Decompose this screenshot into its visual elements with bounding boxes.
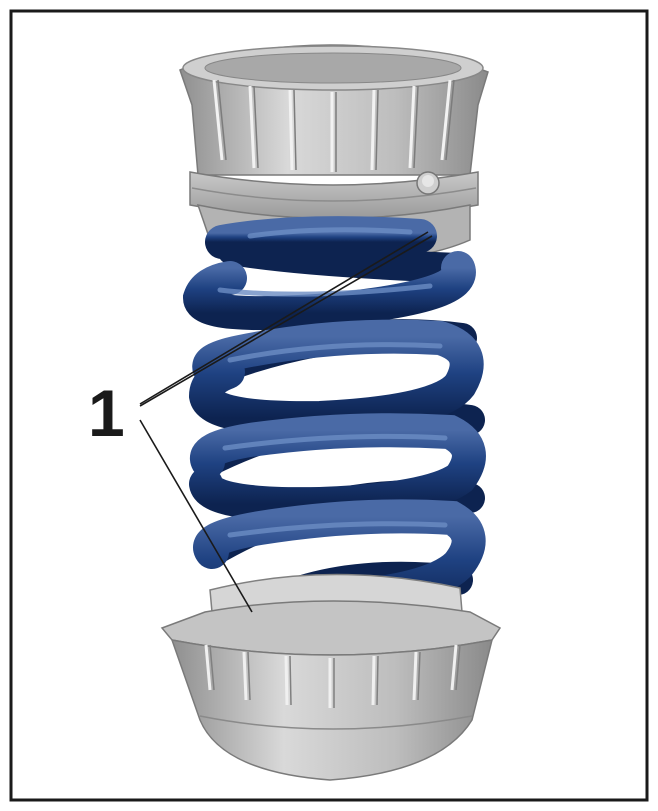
leader-line-upper [139, 231, 429, 405]
coil-spring [182, 216, 486, 629]
leader-line-upper-second [139, 235, 433, 407]
callout-leader-lines [139, 231, 433, 613]
callout-label-1: 1 [88, 376, 125, 450]
leader-line-lower [139, 419, 253, 613]
lower-spring-seat [160, 573, 502, 781]
